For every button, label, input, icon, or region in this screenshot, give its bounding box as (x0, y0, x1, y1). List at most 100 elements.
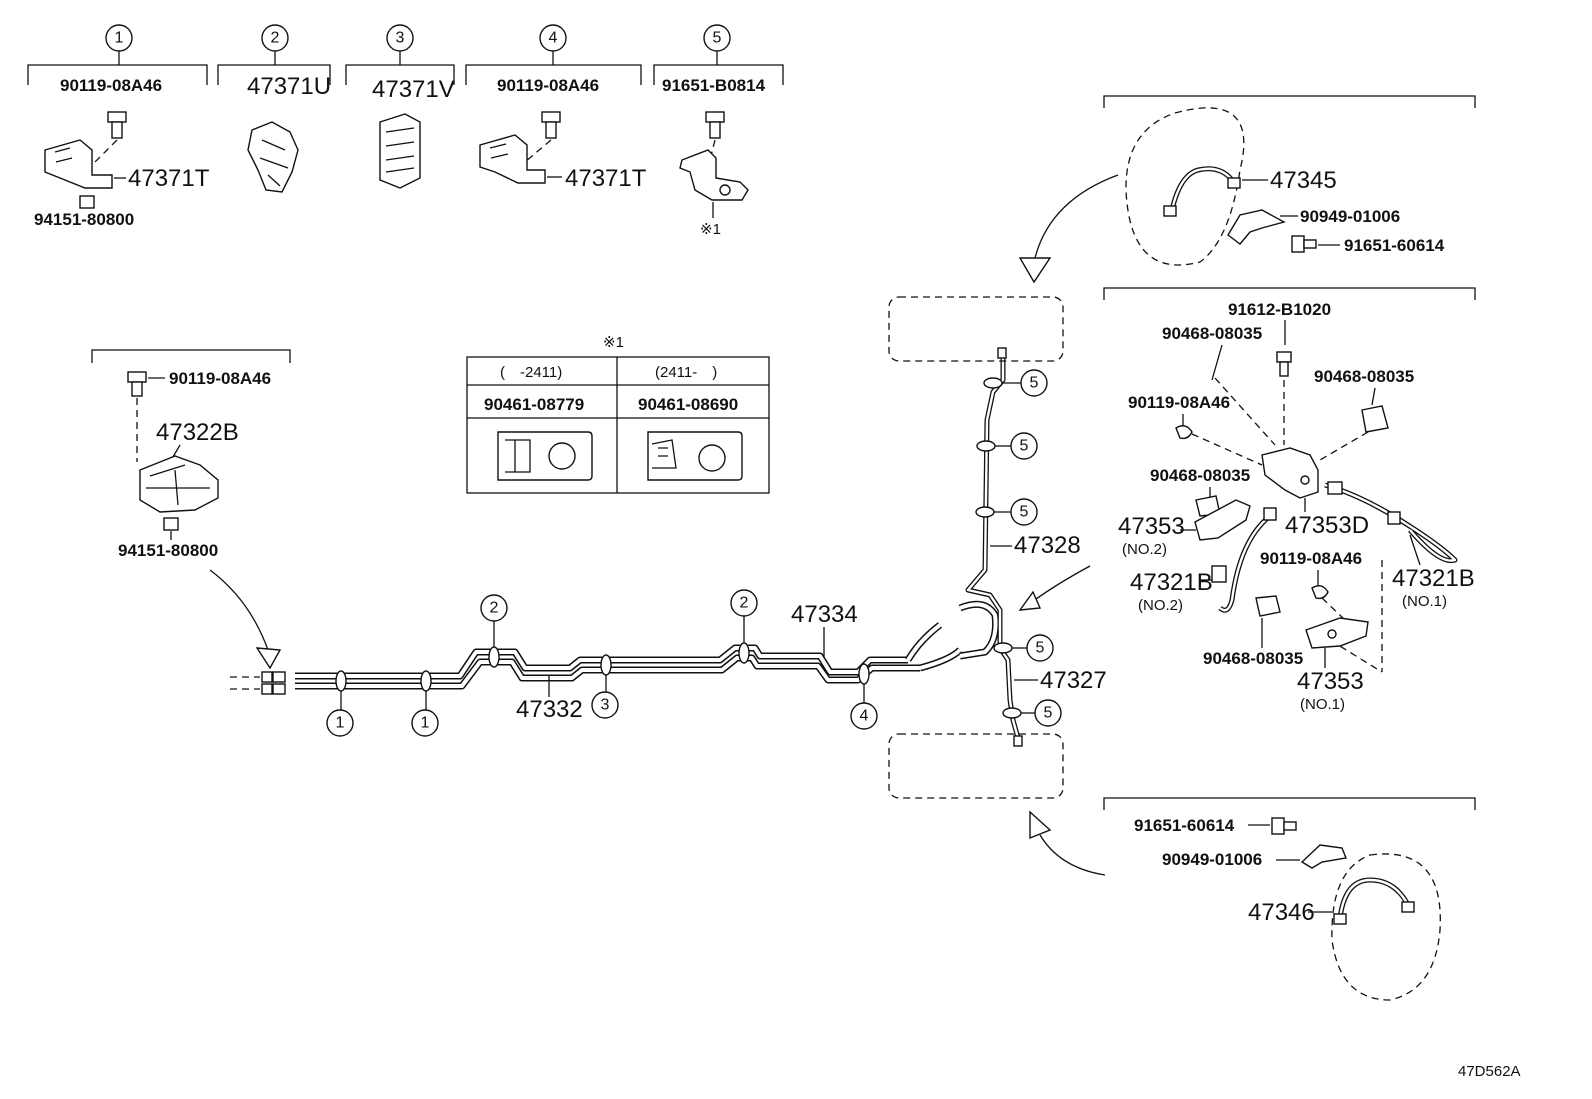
g1-bolt-label: 90119-08A46 (60, 76, 162, 95)
mr-bracket-d-label: 47353D (1285, 512, 1369, 539)
group-5: 5 91651-B0814 ※1 (653, 24, 784, 238)
ur-hose-label: 47345 (1270, 167, 1337, 194)
clamp-icon (44, 139, 113, 189)
note-col2-range: (2411- ) (655, 364, 717, 381)
clip-90949-icon (1227, 209, 1286, 245)
g5-note-label: ※1 (700, 221, 721, 238)
clip-old-icon (497, 431, 593, 481)
nut-icon (79, 195, 95, 209)
upper-wheel-zone (888, 296, 1064, 362)
callout-1: 1 (421, 715, 430, 732)
g1-clamp-label: 47371T (128, 165, 210, 192)
mr-clip-c-label: 90468-08035 (1150, 466, 1250, 485)
lr-hose-label: 47346 (1248, 899, 1315, 926)
hose-47321b-no2-icon (1211, 507, 1277, 613)
g5-bolt-label: 91651-B0814 (662, 76, 766, 95)
group-47345: 47345 90949-01006 91651-60614 (1018, 95, 1476, 284)
ur-clip-label: 90949-01006 (1300, 207, 1400, 226)
mr-hose-no2-sub: (NO.2) (1138, 597, 1183, 614)
tube-b-label: 47334 (791, 601, 858, 628)
mr-hose-no1-label: 47321B (1392, 565, 1475, 592)
callout-5: 5 (1036, 640, 1045, 657)
group-brackets: 91612-B1020 90468-08035 90468-08035 9011… (1103, 287, 1476, 713)
bolt-icon (541, 111, 561, 139)
group-3: 3 47371V (345, 24, 455, 189)
arrow-icon (1018, 565, 1091, 611)
note-table: ※1 ( -2411) (2411- ) 90461-08779 90461-0… (466, 334, 770, 494)
g1-nut-label: 94151-80800 (34, 210, 134, 229)
line-callouts: 1 1 2 3 2 4 5 5 5 5 5 (326, 369, 1062, 737)
tube-a-label: 47332 (516, 696, 583, 723)
group-1: 1 90119-08A46 47371T 94151-80800 (27, 24, 210, 229)
bolt-icon (127, 371, 147, 397)
callout-1: 1 (115, 30, 124, 47)
tube-c-label: 47328 (1014, 532, 1081, 559)
callout-4: 4 (860, 708, 869, 725)
clamp-icon (479, 134, 546, 184)
clip-new-icon (647, 431, 743, 481)
mr-clip-b-label: 90468-08035 (1314, 367, 1414, 386)
g2-part-label: 47371U (247, 73, 331, 100)
note-col1-range: ( -2411) (500, 364, 562, 381)
bolt-icon (1311, 585, 1329, 600)
group-47346: 91651-60614 90949-01006 47346 (1029, 797, 1476, 1001)
clip-icon (1361, 405, 1389, 433)
callout-5: 5 (1044, 705, 1053, 722)
arrow-icon (1018, 174, 1119, 284)
mr-bolt-top-label: 91612-B1020 (1228, 300, 1331, 319)
callout-3: 3 (601, 697, 610, 714)
arrow-icon (1029, 810, 1106, 876)
bolt-icon (705, 111, 725, 139)
g4-bolt-label: 90119-08A46 (497, 76, 599, 95)
left-bolt-label: 90119-08A46 (169, 369, 271, 388)
bracket-47353-no1-icon (1305, 617, 1369, 649)
callout-5: 5 (1030, 375, 1039, 392)
bracket-47353d-icon (1261, 447, 1319, 499)
brake-lines (230, 347, 1023, 747)
arrow-icon (209, 569, 282, 670)
hose-47345-icon (1163, 166, 1241, 217)
bolt-icon (1291, 235, 1317, 253)
clip-icon (1255, 595, 1281, 617)
group-47322b: 90119-08A46 47322B 94151-80800 (91, 349, 291, 560)
hose-47346-icon (1333, 877, 1415, 925)
diagram-code: 47D562A (1458, 1063, 1521, 1080)
callout-5: 5 (1020, 504, 1029, 521)
mr-hose-no2-label: 47321B (1130, 569, 1213, 596)
mr-bracket-no2-sub: (NO.2) (1122, 541, 1167, 558)
bolt-icon (1175, 425, 1193, 440)
note-col1-part: 90461-08779 (484, 395, 584, 414)
g3-part-label: 47371V (372, 76, 455, 103)
lr-bolt-label: 91651-60614 (1134, 816, 1235, 835)
callout-2: 2 (490, 600, 499, 617)
callout-2: 2 (740, 595, 749, 612)
clip-90949-icon (1300, 844, 1347, 869)
group-4: 4 90119-08A46 47371T (465, 24, 647, 192)
callout-4: 4 (549, 30, 558, 47)
bracket-icon (679, 149, 749, 201)
mr-clip-d-label: 90468-08035 (1203, 649, 1303, 668)
callout-5: 5 (713, 30, 722, 47)
g4-clamp-label: 47371T (565, 165, 647, 192)
mr-bolt-mid-label: 90119-08A46 (1260, 549, 1362, 568)
mr-hose-no1-sub: (NO.1) (1402, 593, 1447, 610)
callout-1: 1 (336, 715, 345, 732)
mr-bracket-no1-sub: (NO.1) (1300, 696, 1345, 713)
mr-bolt-left-label: 90119-08A46 (1128, 393, 1230, 412)
ur-bolt-label: 91651-60614 (1344, 236, 1445, 255)
mr-clip-a-label: 90468-08035 (1162, 324, 1262, 343)
clip-icon (1211, 344, 1223, 381)
left-nut-label: 94151-80800 (118, 541, 218, 560)
clamp-47322b-icon (139, 455, 219, 513)
bolt-icon (1276, 351, 1292, 377)
left-part-label: 47322B (156, 419, 239, 446)
bracket-47353-no2-icon (1194, 499, 1251, 541)
callout-2: 2 (271, 30, 280, 47)
mr-bracket-no1-label: 47353 (1297, 668, 1364, 695)
note-table-mark: ※1 (603, 334, 624, 351)
clip-47371v-icon (379, 113, 421, 189)
note-col2-part: 90461-08690 (638, 395, 738, 414)
callout-3: 3 (396, 30, 405, 47)
clip-47371u-icon (247, 121, 299, 193)
